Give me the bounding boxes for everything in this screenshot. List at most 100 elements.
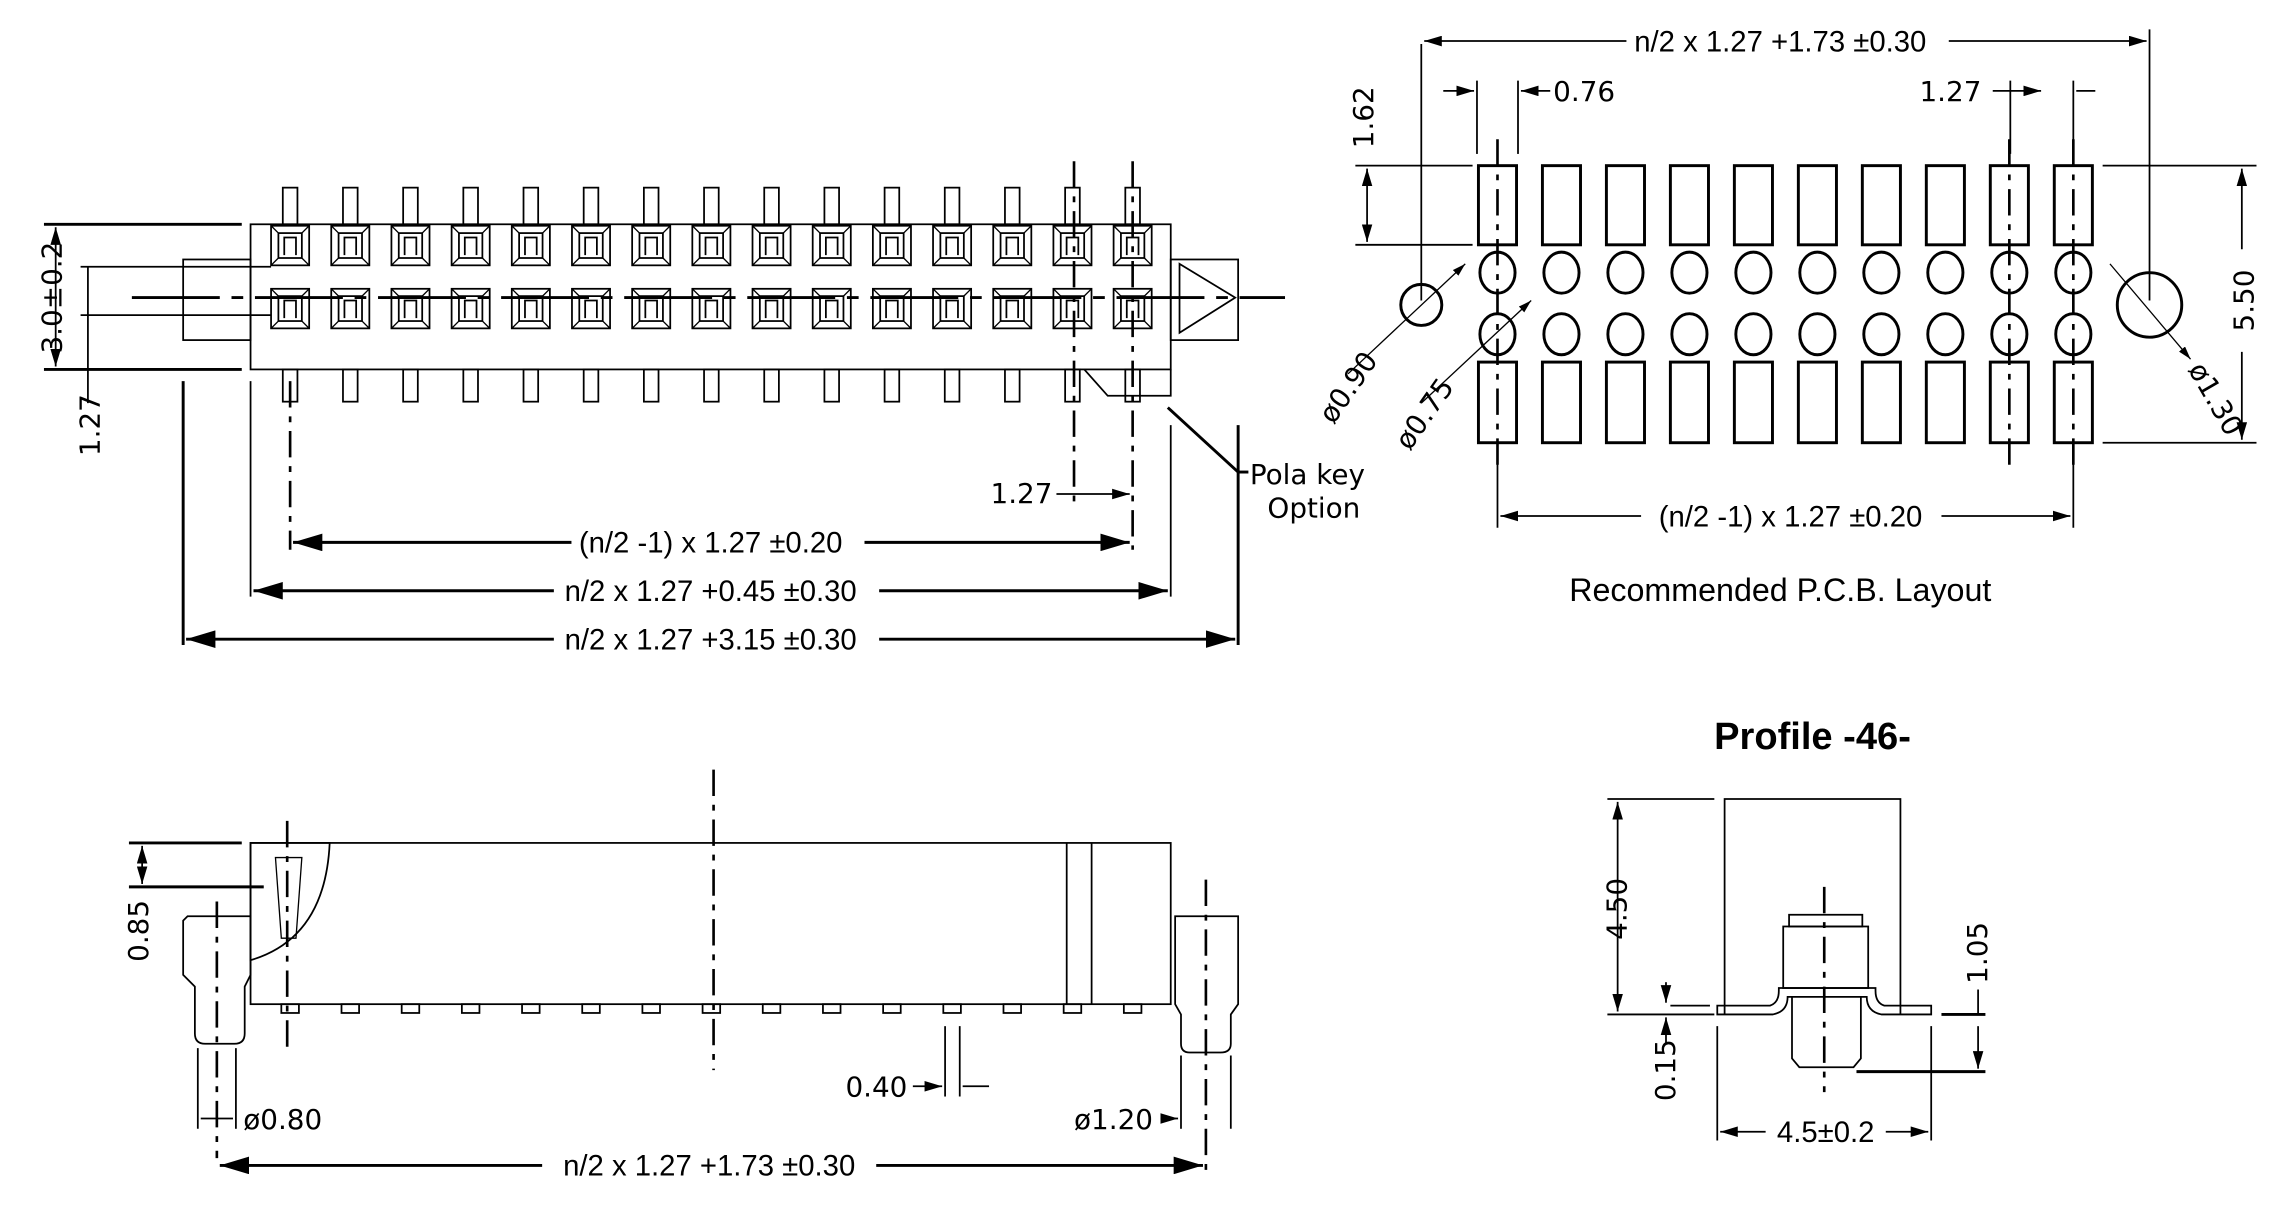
- contact-inner: [819, 295, 845, 322]
- pin-tail-top: [402, 186, 419, 226]
- side-body: [249, 842, 1172, 1006]
- contact-bevel: [752, 288, 792, 329]
- contact-bevel: [812, 288, 852, 329]
- contact-inner: [939, 295, 965, 322]
- contact-cell: [811, 224, 852, 267]
- contact-outer: [450, 287, 491, 330]
- contact-bevel: [1052, 288, 1092, 329]
- contact-inner: [397, 232, 424, 259]
- contact-spring: [644, 299, 658, 319]
- profile-dim-width-label: 4.5±0.2: [1777, 1116, 1875, 1149]
- contact-inner: [638, 232, 664, 259]
- pin-tail-bottom: [763, 368, 780, 403]
- contact-bevel: [451, 225, 491, 266]
- contact-inner: [638, 295, 664, 322]
- pcb-hole-top: [1734, 250, 1773, 295]
- contact-spring: [524, 236, 538, 256]
- pcb-hole-top: [1798, 250, 1837, 295]
- contact-inner: [458, 295, 484, 322]
- contact-spring: [885, 236, 899, 256]
- contact-outer: [932, 287, 973, 330]
- contact-outer: [390, 287, 431, 330]
- pin-tail-top: [281, 186, 299, 226]
- pin-tail-top: [703, 186, 720, 226]
- contact-cell: [932, 224, 973, 267]
- contact-cell: [571, 287, 611, 330]
- pcb-hole-bottom: [1606, 312, 1645, 357]
- side-dim-peg-left-label: ø0.80: [243, 1103, 322, 1136]
- contact-bevel: [631, 225, 671, 266]
- contact-bevel: [1052, 225, 1092, 266]
- contact-bevel: [812, 225, 852, 266]
- pin-tail-bottom: [582, 368, 600, 403]
- pcb-dim-pitch-label: 1.27: [1919, 75, 1981, 108]
- pcb-layout-title: Recommended P.C.B. Layout: [1569, 572, 1991, 608]
- side-lead: [521, 1003, 541, 1014]
- contact-outer: [510, 224, 551, 267]
- contact-inner: [698, 295, 724, 322]
- contact-outer: [691, 224, 732, 267]
- pcb-pad-top: [1924, 164, 1966, 247]
- contact-outer: [631, 224, 672, 267]
- contact-spring: [463, 236, 478, 256]
- pin-tail-top: [642, 186, 660, 226]
- pin-tail-top: [582, 186, 600, 226]
- pin-tail-top: [1064, 186, 1081, 226]
- pin-tail-top: [763, 186, 780, 226]
- contact-cell: [450, 224, 491, 267]
- pcb-pad-top: [1668, 164, 1710, 247]
- contact-bevel: [1113, 288, 1153, 329]
- contact-spring: [343, 299, 358, 319]
- pola-key-label: Pola key: [1250, 458, 1365, 491]
- contact-bevel: [691, 288, 731, 329]
- pcb-pad-top: [1860, 164, 1902, 247]
- contact-outer: [1052, 287, 1093, 330]
- pcb-dim-overall-label: n/2 x 1.27 +1.73 ±0.30: [1634, 25, 1926, 58]
- pcb-hole-bottom: [1926, 312, 1965, 357]
- contact-inner: [1059, 232, 1086, 259]
- contact-outer: [270, 287, 311, 330]
- contact-cell: [571, 224, 611, 267]
- profile-body: [1723, 798, 1902, 1015]
- contact-bevel: [511, 288, 551, 329]
- contact-outer: [751, 287, 792, 330]
- contact-bevel: [872, 225, 912, 266]
- side-dim-lead-label: 0.40: [845, 1071, 907, 1104]
- contact-inner: [698, 232, 724, 259]
- contact-spring: [584, 236, 598, 256]
- contact-inner: [337, 295, 363, 322]
- contact-spring: [1005, 236, 1020, 256]
- contact-spring: [764, 236, 779, 256]
- pcb-hole-bottom: [1798, 312, 1837, 357]
- contact-spring: [885, 299, 899, 319]
- contact-bevel: [932, 225, 972, 266]
- contact-spring: [403, 299, 418, 319]
- pcb-pad-top: [1796, 164, 1838, 247]
- contact-cell: [871, 224, 912, 267]
- contact-spring: [704, 236, 719, 256]
- contact-outer: [390, 224, 431, 267]
- pcb-hole-left-label: ø0.90: [1312, 345, 1384, 429]
- contact-cell: [631, 224, 672, 267]
- pcb-hole-bottom: [1542, 312, 1581, 357]
- contact-bevel: [270, 225, 310, 266]
- contact-outer: [571, 287, 611, 330]
- pcb-hole-top: [1926, 250, 1965, 295]
- contact-bevel: [932, 288, 972, 329]
- side-lead: [460, 1003, 481, 1014]
- contact-inner: [819, 232, 845, 259]
- contact-cell: [992, 287, 1033, 330]
- pcb-pad-bottom: [1668, 360, 1710, 445]
- contact-inner: [879, 295, 905, 322]
- side-dim-peg-right-label: ø1.20: [1074, 1103, 1153, 1136]
- contact-outer: [691, 287, 732, 330]
- contact-cell: [510, 287, 551, 330]
- contact-cell: [1052, 287, 1093, 330]
- contact-outer: [871, 224, 912, 267]
- dim-height-label: 3.0±0.2: [36, 242, 69, 354]
- pin-tail-bottom: [823, 368, 840, 403]
- pcb-hole-right-label: ø1.30: [2182, 356, 2250, 441]
- contact-spring: [644, 236, 658, 256]
- side-dim-depth-label: 0.85: [122, 900, 155, 962]
